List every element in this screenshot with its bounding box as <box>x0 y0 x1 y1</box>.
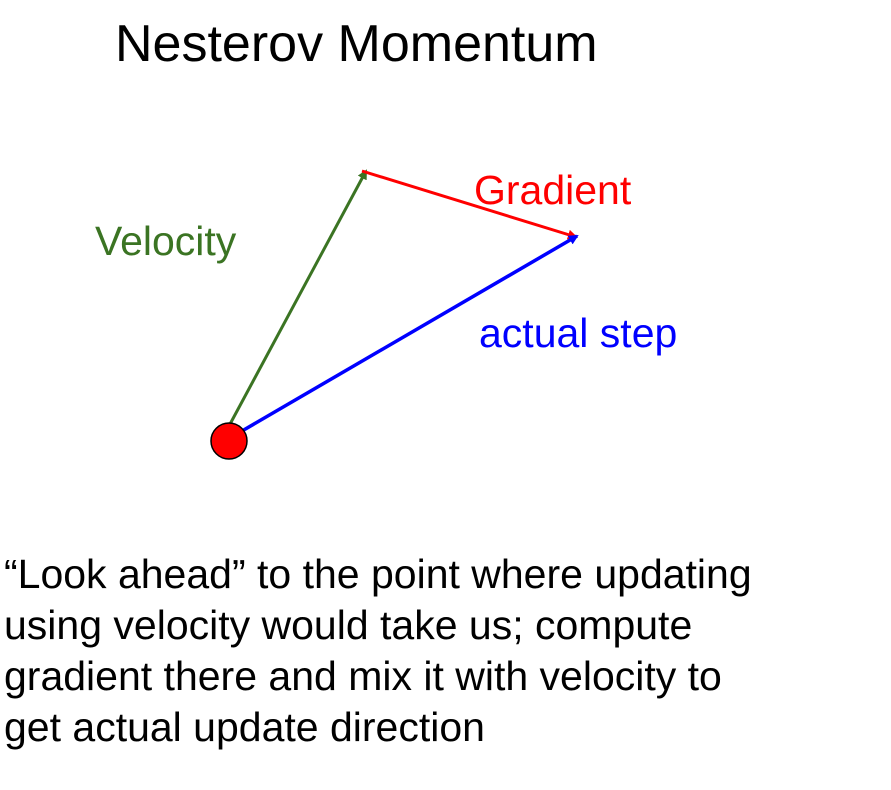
velocity-label: Velocity <box>95 218 237 264</box>
velocity-arrow <box>227 169 368 427</box>
description-text: “Look ahead” to the point where updating… <box>4 549 891 753</box>
gradient-label: Gradient <box>474 167 632 213</box>
description-line: gradient there and mix it with velocity … <box>4 653 722 699</box>
start-point-dot <box>210 422 248 460</box>
description-line: using velocity would take us; compute <box>4 602 693 648</box>
slide-title: Nesterov Momentum <box>115 15 598 73</box>
actual-step-label: actual step <box>479 310 678 356</box>
description-line: “Look ahead” to the point where updating <box>4 551 752 597</box>
actual-step-arrow <box>241 234 579 433</box>
gradient-arrow <box>361 169 578 240</box>
description-line: get actual update direction <box>4 704 485 750</box>
